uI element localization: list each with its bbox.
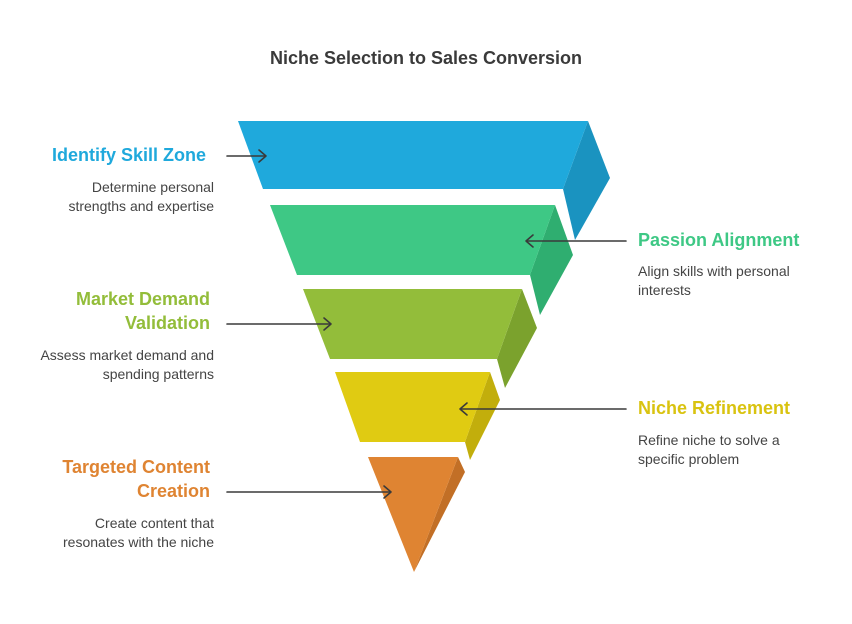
arrow-right-icon-3: [226, 317, 332, 331]
stage-2-label: Passion Alignment: [638, 230, 800, 250]
arrow-left-icon-2: [525, 234, 627, 248]
funnel-stage-4-side: [465, 372, 500, 460]
connector-arrows: [226, 149, 627, 499]
funnel-stage-2-side: [530, 205, 573, 315]
stage-3-description: Assess market demand and spending patter…: [40, 347, 214, 382]
arrow-left-icon-4: [459, 402, 627, 416]
funnel-stage-3-side: [497, 289, 537, 388]
stage-4-description: Refine niche to solve a specific problem: [638, 432, 780, 467]
funnel-stage-4: [335, 372, 500, 460]
funnel-stage-1-front: [238, 121, 588, 189]
stage-1-description: Determine personal strengths and experti…: [68, 179, 214, 214]
stage-5-label: Targeted Content Creation: [62, 457, 210, 501]
arrow-right-icon-5: [226, 485, 392, 499]
funnel-stage-1-side: [563, 121, 610, 240]
funnel-stage-2: [270, 205, 573, 315]
stage-3-label: Market Demand Validation: [75, 289, 210, 333]
funnel-stage-4-front: [335, 372, 490, 442]
stage-1-label: Identify Skill Zone: [51, 145, 206, 165]
arrow-right-icon-1: [226, 149, 267, 163]
funnel-stage-5: [368, 457, 465, 572]
stage-4-label: Niche Refinement: [638, 398, 791, 418]
funnel-stage-3-front: [303, 289, 522, 359]
funnel-stage-5-side: [414, 457, 465, 572]
funnel-stage-3: [303, 289, 537, 388]
funnel-stage-2-front: [270, 205, 555, 275]
stage-5-description: Create content that resonates with the n…: [63, 515, 214, 550]
funnel-stage-1: [238, 121, 610, 240]
funnel-stage-5-front: [368, 457, 458, 572]
stage-2-description: Align skills with personal interests: [638, 263, 790, 298]
diagram-title: Niche Selection to Sales Conversion: [269, 48, 583, 68]
